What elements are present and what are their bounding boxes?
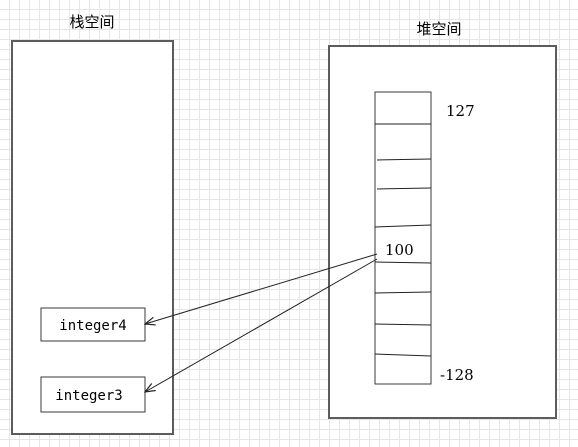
value-label-background <box>377 240 419 260</box>
cache-divider <box>376 158 432 161</box>
integer3-reference-arrow <box>145 258 378 392</box>
cache-divider <box>374 353 432 357</box>
cache-divider <box>374 261 432 264</box>
cache-value-label: 100 <box>385 241 414 259</box>
heap-space-box <box>328 45 557 419</box>
heap-space-title: 堆空间 <box>416 20 461 38</box>
integer3-label: integer3 <box>55 388 122 404</box>
stack-space-title: 栈空间 <box>69 13 114 31</box>
cache-cell-dividers <box>374 123 432 357</box>
stack-space-box <box>11 40 174 435</box>
integer3-box <box>40 376 146 413</box>
cache-divider <box>376 187 432 190</box>
cache-divider <box>374 291 432 294</box>
cache-divider <box>374 323 432 326</box>
integer4-reference-arrow <box>145 253 378 324</box>
integer-cache-array <box>374 91 432 385</box>
integer4-label: integer4 <box>59 318 126 334</box>
integer4-box <box>40 307 146 342</box>
cache-max-label: 127 <box>446 102 475 120</box>
cache-min-label: -128 <box>440 366 474 384</box>
cache-divider <box>374 224 432 228</box>
